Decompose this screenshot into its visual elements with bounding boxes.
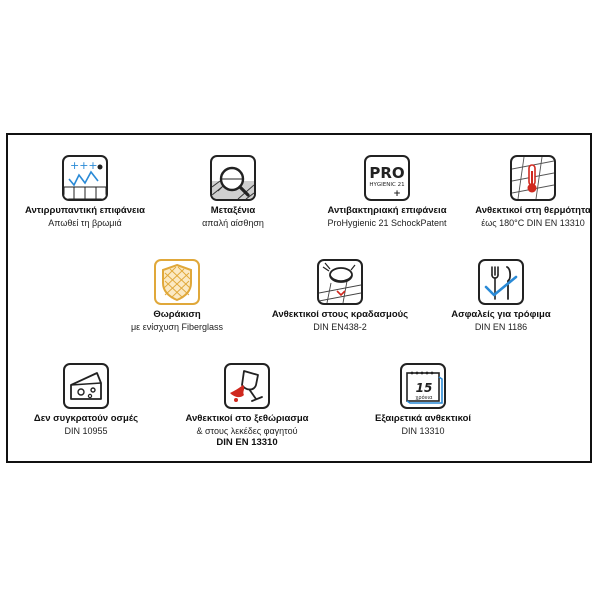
feature-shock-resistant: Ανθεκτικοί στους κραδασμούς DIN EN438-2 <box>255 259 425 333</box>
fiberglass-armor-icon <box>154 259 200 305</box>
feature-title: Ασφαλείς για τρόφιμα <box>451 309 551 320</box>
feature-fiberglass: Θωράκιση με ενίσχυση Fiberglass <box>92 259 262 333</box>
feature-odor-resistant: Δεν συγκρατούν οσμές DIN 10955 <box>1 363 171 437</box>
feature-food-safe: Ασφαλείς για τρόφιμα DIN EN 1186 <box>416 259 586 333</box>
feature-subtitle-secondary: DIN EN 13310 <box>216 437 278 448</box>
feature-subtitle: DIN 13310 <box>401 426 445 436</box>
cheese-odor-icon <box>63 363 109 409</box>
feature-subtitle: DIN EN 1186 <box>474 322 528 332</box>
feature-title: Ανθεκτικοί στη θερμότητα <box>475 205 591 216</box>
svg-text:+: + <box>393 189 401 199</box>
feature-title: Ανθεκτικοί στους κραδασμούς <box>271 309 409 320</box>
feature-subtitle: με ενίσχυση Fiberglass <box>131 322 223 332</box>
feature-title: Εξαιρετικά ανθεκτικοί <box>374 413 472 424</box>
scratch-resistant-icon <box>317 259 363 305</box>
feature-subtitle: έως 180°C DIN EN 13310 <box>481 218 585 228</box>
svg-text:+++: +++ <box>70 159 98 172</box>
feature-title: Αντιρρυπαντική επιφάνεια <box>24 205 146 216</box>
badge-pro-text: PRO <box>369 164 404 182</box>
feature-dirt-repellent: +++ Αντιρρυπαντική επιφάνεια Απωθεί τη β… <box>0 155 170 229</box>
feature-subtitle: DIN 10955 <box>64 426 108 436</box>
badge-years-number: 15 <box>416 381 433 395</box>
food-safe-cutlery-icon <box>478 259 524 305</box>
feature-subtitle: απαλή αίσθηση <box>202 218 264 228</box>
feature-title: Ανθεκτικοί στο ξεθώριασμα <box>185 413 309 424</box>
feature-subtitle: & στους λεκέδες φαγητού <box>196 426 298 436</box>
feature-title: Δεν συγκρατούν οσμές <box>33 413 139 424</box>
calendar-15-years-icon: 15 χρόνια <box>400 363 446 409</box>
wine-stain-icon <box>224 363 270 409</box>
feature-stain-resistant: Ανθεκτικοί στο ξεθώριασμα & στους λεκέδε… <box>162 363 332 449</box>
thermometer-heat-icon <box>510 155 556 201</box>
feature-antibacterial: PRO HYGIENIC 21 + Αντιβακτηριακή επιφάνε… <box>302 155 472 229</box>
features-panel: +++ Αντιρρυπαντική επιφάνεια Απωθεί τη β… <box>6 133 592 463</box>
feature-subtitle: DIN EN438-2 <box>313 322 367 332</box>
feature-silky: Μεταξένια απαλή αίσθηση <box>148 155 318 229</box>
dirt-repellent-surface-icon: +++ <box>62 155 108 201</box>
feature-title: Μεταξένια <box>210 205 256 216</box>
feature-subtitle: ProHygienic 21 SchockPatent <box>327 218 447 228</box>
badge-years-word: χρόνια <box>416 394 434 401</box>
feature-title: Θωράκιση <box>153 309 201 320</box>
feature-subtitle: Απωθεί τη βρωμιά <box>48 218 122 228</box>
magnifier-silky-texture-icon <box>210 155 256 201</box>
badge-hygienic-text: HYGIENIC 21 <box>369 182 404 188</box>
feature-heat-resistant: Ανθεκτικοί στη θερμότητα έως 180°C DIN E… <box>448 155 600 229</box>
feature-title: Αντιβακτηριακή επιφάνεια <box>327 205 447 216</box>
pro-hygienic-icon: PRO HYGIENIC 21 + <box>364 155 410 201</box>
feature-durable: 15 χρόνια Εξαιρετικά ανθεκτικοί DIN 1331… <box>338 363 508 437</box>
